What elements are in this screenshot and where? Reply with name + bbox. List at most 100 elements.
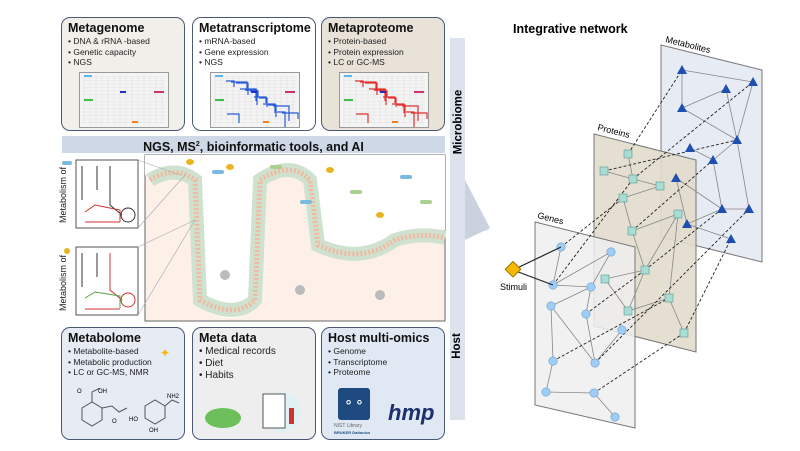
bruker-label: BRUKER Daltonics (334, 430, 371, 435)
cross-layer-link (627, 69, 683, 155)
chem-label: OH (149, 428, 158, 433)
bullet: Proteome (328, 367, 438, 378)
metabolite-node (726, 234, 736, 243)
gene-edge (552, 251, 612, 286)
cross-layer-link (603, 139, 738, 172)
nist-logo: ⚬⚬ (338, 388, 370, 420)
metabolome-panel: Metabolome Metabolite-basedMetabolic pro… (61, 327, 185, 440)
gene-node (617, 325, 627, 335)
gene-node (546, 301, 556, 311)
pathway-map (210, 72, 300, 128)
gene-node (541, 387, 551, 397)
gene-edge (545, 360, 554, 393)
bullet: LC or GC-MS, NMR (68, 367, 178, 378)
pathway-map (79, 72, 169, 128)
protein-edge (604, 278, 629, 312)
panel-title: Metagenome (68, 21, 145, 35)
metaproteome-panel: Metaproteome Protein-basedProtein expres… (321, 17, 445, 131)
cross-layer-link (632, 81, 754, 180)
metabolite-edge (736, 81, 754, 141)
protein-node (623, 149, 633, 159)
gene-node (590, 358, 600, 368)
protein-edge (622, 185, 661, 199)
cross-layer-link (644, 208, 723, 271)
bacteria (186, 159, 432, 300)
bullet: Metabolite-based (68, 346, 178, 357)
gene-edge (585, 286, 592, 315)
bullet: Medical records (199, 346, 309, 358)
metabolite-edge (675, 177, 723, 210)
gene-edge (545, 391, 595, 394)
test-tube-icon (289, 408, 294, 424)
host-multi-omics-panel: Host multi-omics GenomeTranscriptomeProt… (321, 327, 445, 440)
chemical-structures: OH O O HO OH NH2 (77, 388, 180, 433)
epithelium (148, 167, 446, 313)
metatranscriptome-panel: Metatranscriptome mRNA-basedGene express… (192, 17, 316, 131)
metabolite-node (671, 173, 681, 182)
bullet: Habits (199, 370, 309, 382)
metabolite-edge (686, 208, 723, 225)
metabolite-node (744, 204, 754, 213)
metabolite-node (748, 77, 758, 86)
protein-node (618, 193, 628, 203)
nist-label: NIST Library (334, 423, 362, 429)
bullet: Diet (199, 358, 309, 370)
bullet: Gene expression (199, 47, 309, 58)
bullet: Protein-based (328, 36, 438, 47)
sparkle-icon: ✦ (160, 346, 171, 360)
protein-edge (604, 269, 646, 280)
panel-title: Host multi-omics (328, 331, 430, 345)
protein-edge (622, 197, 633, 232)
protein-edge (644, 213, 679, 271)
gene-edge (550, 305, 596, 364)
bacterium-rod-icon (62, 161, 72, 165)
protein-edge (627, 269, 646, 312)
diet-and-records-illustration (205, 392, 301, 432)
panel-title: Metaproteome (328, 21, 414, 35)
cross-layer-link (683, 238, 732, 334)
band-text: , bioinformatic tools, and AI (199, 140, 364, 155)
gene-edge (585, 313, 596, 364)
panel-title: Meta data (199, 331, 257, 345)
chem-label: HO (129, 417, 138, 423)
protein-node (623, 306, 633, 316)
gene-edge (550, 305, 554, 362)
protein-node (627, 226, 637, 236)
hmp-logo: hmp (388, 400, 435, 425)
stimuli-edge (512, 246, 562, 271)
cross-layer-link (593, 332, 685, 394)
protein-node (673, 209, 683, 219)
protein-edge (627, 297, 670, 312)
cross-layer-link (594, 208, 750, 364)
salad-icon (205, 408, 241, 428)
stimuli-label: Stimuli (500, 282, 527, 292)
metabolite-edge (681, 88, 727, 109)
protein-node (628, 174, 638, 184)
metabolite-node (682, 219, 692, 228)
gene-node (610, 412, 620, 422)
protein-node (664, 293, 674, 303)
bacterium-coccus-icon (64, 248, 70, 254)
methods-band: NGS, MS2, bioinformatic tools, and AI (62, 136, 445, 155)
metabolite-node (732, 135, 742, 144)
metabolite-edge (681, 107, 738, 141)
cross-layer-link (560, 197, 624, 248)
cross-layer-link (585, 269, 646, 315)
bullet: NGS (199, 57, 309, 68)
metabolite-edge (736, 139, 750, 210)
bullet: Genetic capacity (68, 47, 178, 58)
gene-node (589, 388, 599, 398)
network-title: Integrative network (513, 22, 628, 36)
panel-title: Metabolome (68, 331, 141, 345)
pathway-map (339, 72, 429, 128)
bullet: Metabolic production (68, 357, 178, 368)
protein-node (640, 265, 650, 275)
metabolite-node (708, 155, 718, 164)
gene-edge (594, 329, 623, 364)
bullet: Genome (328, 346, 438, 357)
metabolite-edge (686, 223, 732, 240)
stimuli-edge (512, 269, 554, 286)
bullet: NGS (68, 57, 178, 68)
